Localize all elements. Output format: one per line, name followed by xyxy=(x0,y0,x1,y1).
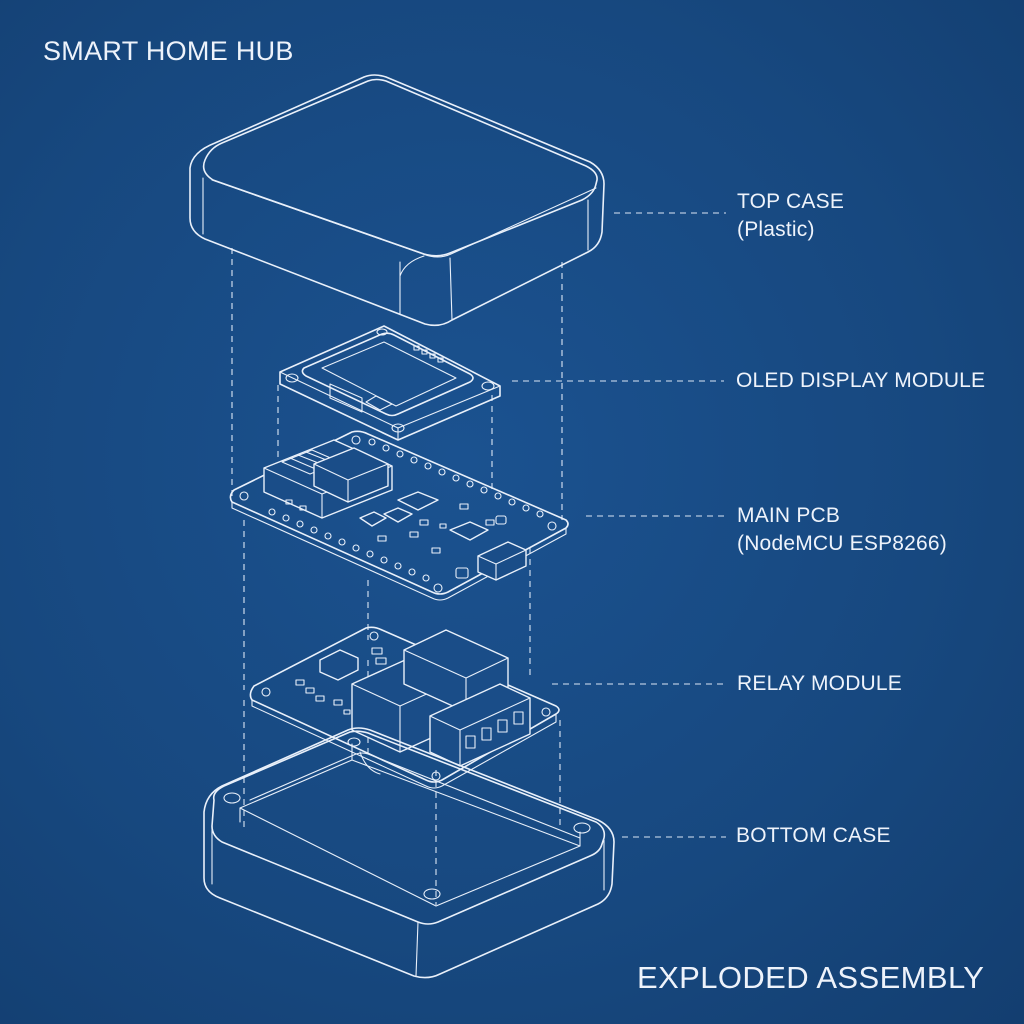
callout-oled-display: OLED DISPLAY MODULE xyxy=(736,367,985,395)
pcb-components xyxy=(285,499,495,554)
callout-oled-line1: OLED DISPLAY MODULE xyxy=(736,369,986,392)
oled-display-part xyxy=(279,325,501,441)
callout-relay-module: RELAY MODULE xyxy=(737,670,902,698)
diagram-subtitle: EXPLODED ASSEMBLY xyxy=(637,960,985,995)
callout-relay-line1: RELAY MODULE xyxy=(737,672,903,695)
relay-module-part xyxy=(249,626,560,789)
callout-pcb-line2: (NodeMCU ESP8266) xyxy=(737,532,947,555)
callout-leaders xyxy=(512,212,726,838)
callout-bottom-case: BOTTOM CASE xyxy=(736,822,891,850)
callout-top-case-line1: TOP CASE xyxy=(737,190,845,213)
callout-top-case-line2: (Plastic) xyxy=(737,218,815,241)
main-pcb-part xyxy=(229,430,569,601)
oled-header-pins xyxy=(413,345,444,363)
bottom-case-part xyxy=(203,727,615,979)
pcb-pin-holes xyxy=(239,435,557,593)
callout-bottom-line1: BOTTOM CASE xyxy=(736,824,891,847)
callout-main-pcb: MAIN PCB (NodeMCU ESP8266) xyxy=(737,502,947,558)
top-case-part xyxy=(189,74,605,327)
callout-top-case: TOP CASE (Plastic) xyxy=(737,188,844,244)
diagram-title: SMART HOME HUB xyxy=(43,36,294,66)
callout-pcb-line1: MAIN PCB xyxy=(737,504,841,527)
